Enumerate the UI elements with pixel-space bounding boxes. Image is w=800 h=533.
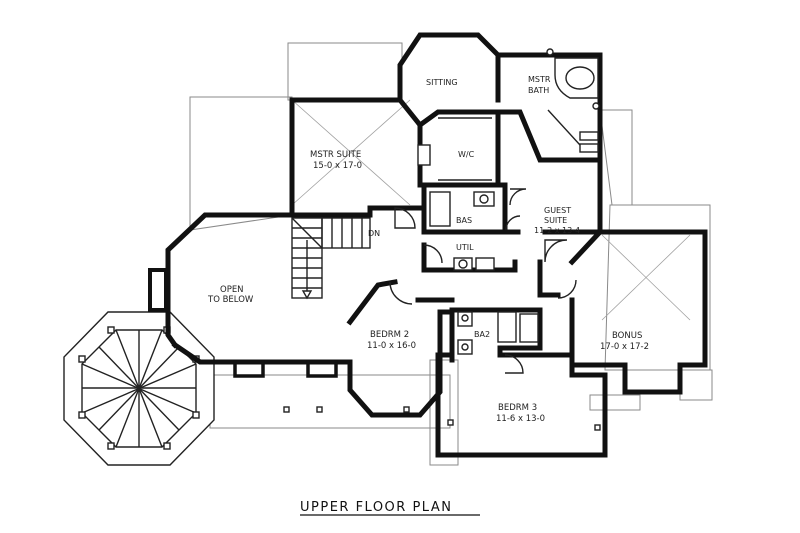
room-dim-bedrm3: 11-6 x 13-0	[496, 414, 545, 424]
room-dim-mstr-suite: 15-0 x 17-0	[313, 161, 362, 171]
gazebo-roof	[63, 311, 215, 466]
room-label-guest-suite-line2: SUITE	[544, 216, 567, 225]
room-dim-guest-suite: 11-2 x 13-4	[534, 226, 580, 235]
room-label-open-line1: OPEN	[220, 285, 244, 295]
room-label-sitting: SITTING	[426, 78, 458, 87]
room-label-mstr-bath-line2: BATH	[528, 86, 549, 95]
plan-title: UPPER FLOOR PLAN	[300, 500, 452, 515]
room-label-guest-suite-line1: GUEST	[544, 206, 571, 215]
room-label-bedrm2: BEDRM 2	[370, 330, 409, 340]
room-label-util: UTIL	[456, 243, 474, 252]
door-swings	[389, 188, 577, 374]
room-dim-bonus: 17-0 x 17-2	[600, 342, 649, 352]
stair-label-dn: DN	[368, 229, 380, 238]
fixtures	[148, 48, 601, 431]
room-label-ba2: BA2	[474, 330, 490, 339]
room-dim-bedrm2: 11-0 x 16-0	[367, 341, 416, 351]
exterior-walls	[165, 32, 708, 458]
room-label-mstr-suite: MSTR SUITE	[310, 150, 361, 160]
room-label-mstr-bath-line1: MSTR	[528, 75, 551, 84]
room-label-bas: BAS	[456, 216, 472, 225]
interior-walls	[289, 96, 603, 363]
room-label-open-line2: TO BELOW	[207, 295, 254, 305]
staircase	[291, 217, 371, 300]
roof-outline	[189, 42, 713, 466]
room-label-bedrm3: BEDRM 3	[498, 403, 537, 413]
room-label-wic: W/C	[458, 150, 475, 159]
room-label-bonus: BONUS	[612, 331, 642, 341]
